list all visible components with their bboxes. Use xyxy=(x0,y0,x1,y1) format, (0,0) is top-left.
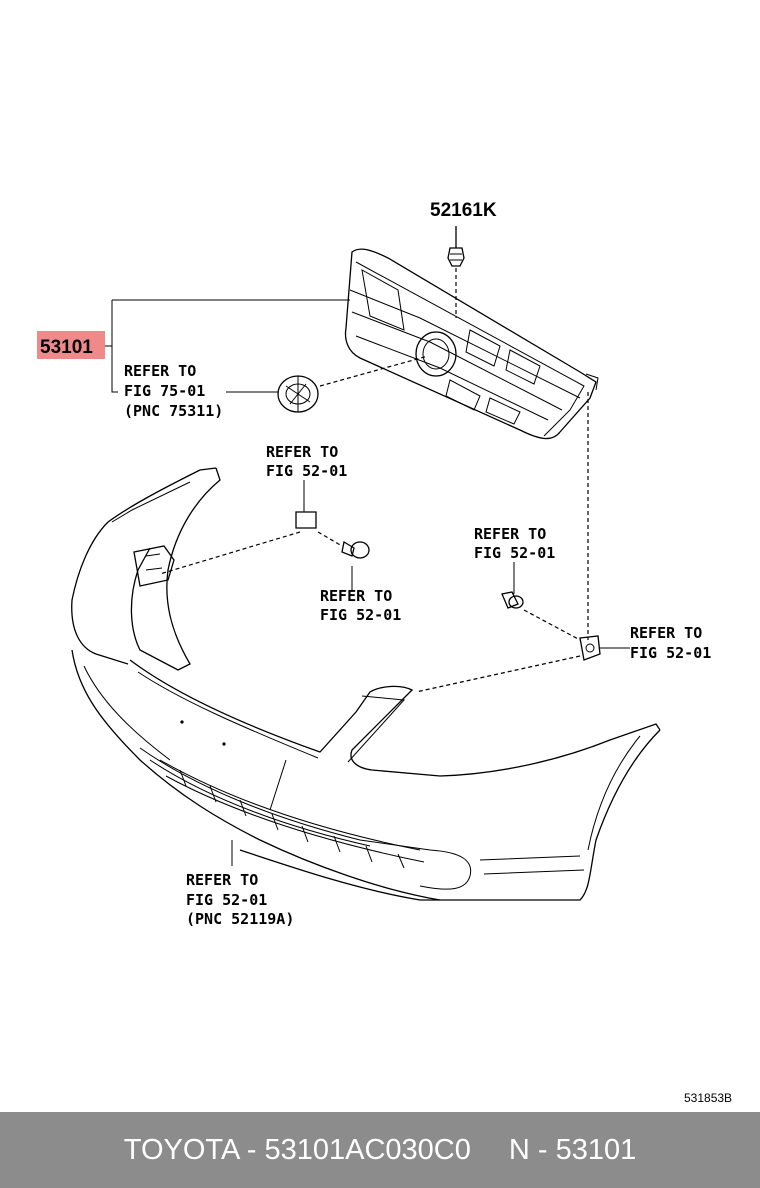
svg-text:(PNC 52119A): (PNC 52119A) xyxy=(186,910,294,928)
svg-text:REFER TO: REFER TO xyxy=(266,443,338,461)
radiator-grille[interactable] xyxy=(344,248,599,440)
screw-right[interactable] xyxy=(501,562,524,609)
emblem[interactable] xyxy=(277,375,319,413)
footer-bar: TOYOTA - 53101AC030C0 N - 53101 xyxy=(0,1112,760,1188)
clip-52161k[interactable] xyxy=(447,226,465,267)
svg-text:REFER TO: REFER TO xyxy=(474,525,546,543)
ref-screw-right[interactable]: REFER TO FIG 52-01 xyxy=(474,525,555,562)
illustration-code: 531853B xyxy=(684,1091,732,1105)
footer-pnc: N - 53101 xyxy=(508,1133,637,1166)
svg-text:FIG 52-01: FIG 52-01 xyxy=(320,606,401,624)
ref-bracket-top[interactable]: REFER TO FIG 52-01 xyxy=(266,443,347,480)
ref-screw-mid[interactable]: REFER TO FIG 52-01 xyxy=(320,587,401,624)
svg-text:FIG 52-01: FIG 52-01 xyxy=(186,891,267,909)
ref-emblem[interactable]: REFER TO FIG 75-01 (PNC 75311) xyxy=(124,362,223,420)
front-bumper-cover[interactable] xyxy=(71,467,661,901)
retainer-right[interactable] xyxy=(579,635,630,661)
svg-text:(PNC 75311): (PNC 75311) xyxy=(124,402,223,420)
svg-text:FIG 52-01: FIG 52-01 xyxy=(630,644,711,662)
part-label-53101[interactable]: 53101 xyxy=(40,337,93,358)
ref-retainer-right[interactable]: REFER TO FIG 52-01 xyxy=(630,624,711,662)
svg-text:FIG 52-01: FIG 52-01 xyxy=(266,462,347,480)
svg-text:REFER TO: REFER TO xyxy=(630,624,702,642)
footer-part-number: TOYOTA - 53101AC030C0 xyxy=(123,1133,471,1166)
part-label-52161k[interactable]: 52161K xyxy=(430,200,497,221)
screw-mid[interactable] xyxy=(341,540,370,590)
ref-bumper[interactable]: REFER TO FIG 52-01 (PNC 52119A) xyxy=(186,871,294,928)
part-highlight xyxy=(37,331,105,359)
svg-text:REFER TO: REFER TO xyxy=(186,871,258,889)
svg-text:FIG 52-01: FIG 52-01 xyxy=(474,544,555,562)
parts-diagram: 52161K 53101 REFER TO FIG 75-01 (PNC 753… xyxy=(37,200,732,1105)
svg-text:REFER TO: REFER TO xyxy=(320,587,392,605)
retainer-bracket-top[interactable] xyxy=(295,480,317,529)
svg-text:FIG 75-01: FIG 75-01 xyxy=(124,382,205,400)
svg-text:REFER TO: REFER TO xyxy=(124,362,196,380)
